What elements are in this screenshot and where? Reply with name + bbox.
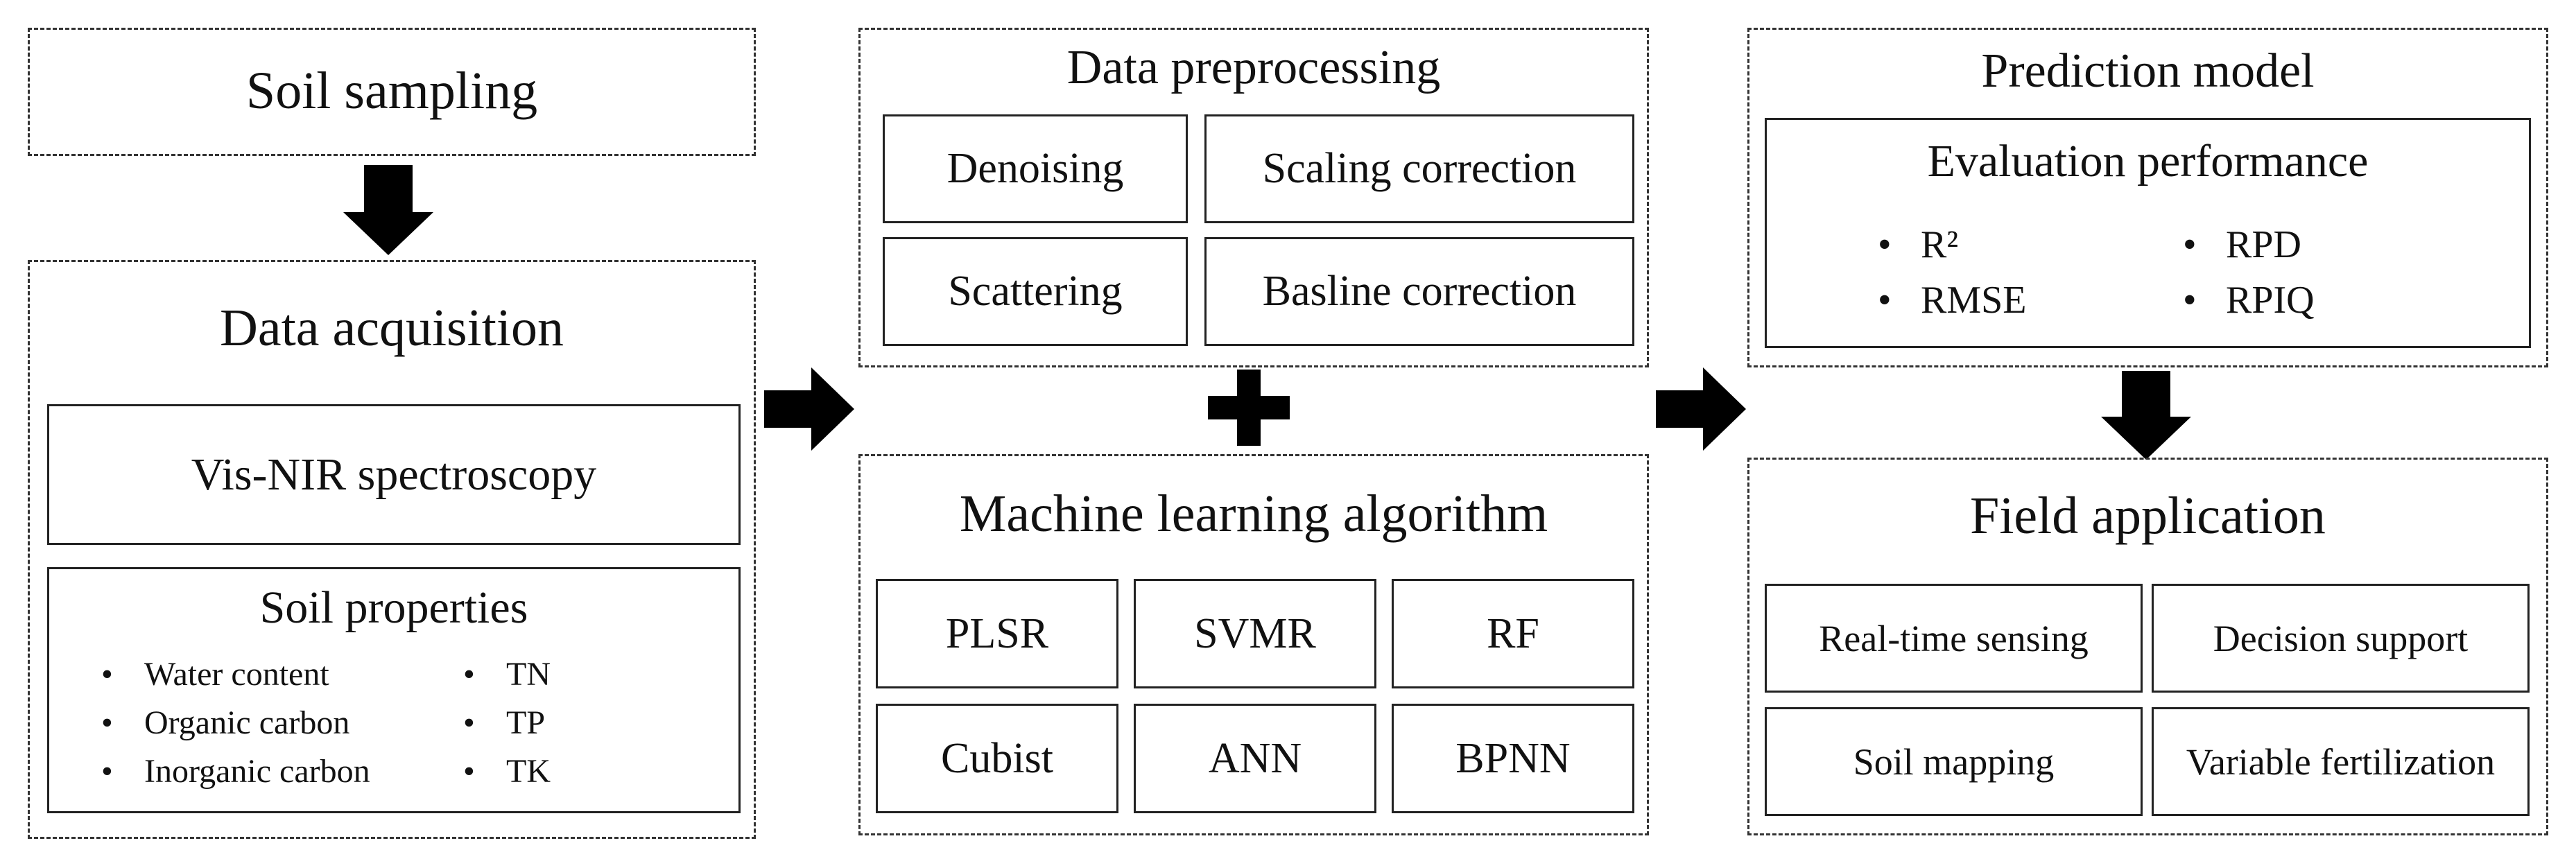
soil-properties-box: Soil properties Water content Organic ca… xyxy=(47,567,741,813)
application-decision-support: Decision support xyxy=(2152,584,2530,693)
algorithm-bpnn: BPNN xyxy=(1392,704,1634,813)
list-item: TK xyxy=(463,747,551,796)
method-scattering: Scattering xyxy=(883,237,1188,346)
evaluation-performance-title: Evaluation performance xyxy=(1927,136,2369,186)
list-item: TN xyxy=(463,650,551,699)
field-application-panel: Field application xyxy=(1747,458,2548,835)
method-baseline-correction: Basline correction xyxy=(1204,237,1634,346)
application-label: Decision support xyxy=(2213,617,2469,659)
soil-sampling-title: Soil sampling xyxy=(245,62,538,120)
list-item: Organic carbon xyxy=(101,699,370,747)
data-acquisition-title: Data acquisition xyxy=(220,299,564,357)
algorithm-label: RF xyxy=(1487,609,1539,657)
method-label: Scattering xyxy=(948,268,1123,315)
method-label: Denoising xyxy=(946,145,1124,192)
right-arrow-icon xyxy=(1656,367,1746,451)
list-item: RPIQ xyxy=(2183,272,2315,328)
list-item: R² xyxy=(1878,217,2027,272)
algorithm-cubist: Cubist xyxy=(876,704,1118,813)
method-label: Basline correction xyxy=(1262,268,1577,315)
prediction-model-panel: Prediction model xyxy=(1747,28,2548,367)
metrics-list-right: RPD RPIQ xyxy=(2183,217,2315,328)
data-preprocessing-title: Data preprocessing xyxy=(1066,41,1441,94)
spectroscopy-label: Vis-NIR spectroscopy xyxy=(191,449,597,500)
application-soil-mapping: Soil mapping xyxy=(1765,707,2143,816)
right-arrow-icon xyxy=(764,367,854,451)
field-application-title: Field application xyxy=(1970,487,2326,545)
algorithm-rf: RF xyxy=(1392,579,1634,688)
method-denoising: Denoising xyxy=(883,114,1188,223)
soil-properties-title: Soil properties xyxy=(259,582,528,633)
algorithm-ann: ANN xyxy=(1134,704,1376,813)
algorithm-label: ANN xyxy=(1208,734,1302,782)
algorithm-svmr: SVMR xyxy=(1134,579,1376,688)
list-item: RMSE xyxy=(1878,272,2027,328)
down-arrow-icon xyxy=(2101,371,2191,460)
soil-properties-list-right: TN TP TK xyxy=(463,650,551,796)
machine-learning-panel: Machine learning algorithm xyxy=(858,454,1649,835)
metrics-list-left: R² RMSE xyxy=(1878,217,2027,328)
spectroscopy-box: Vis-NIR spectroscopy xyxy=(47,404,741,545)
evaluation-performance-box: Evaluation performance R² RMSE RPD RPIQ xyxy=(1765,118,2531,348)
algorithm-label: PLSR xyxy=(945,609,1049,657)
list-item: RPD xyxy=(2183,217,2315,272)
machine-learning-title: Machine learning algorithm xyxy=(959,485,1548,543)
method-label: Scaling correction xyxy=(1262,145,1577,192)
application-label: Variable fertilization xyxy=(2186,740,2496,783)
application-label: Real-time sensing xyxy=(1819,617,2089,659)
data-acquisition-panel: Data acquisition xyxy=(28,260,756,839)
plus-icon xyxy=(1208,370,1290,446)
soil-sampling-panel: Soil sampling xyxy=(28,28,756,156)
application-variable-fertilization: Variable fertilization xyxy=(2152,707,2530,816)
list-item: Water content xyxy=(101,650,370,699)
prediction-model-title: Prediction model xyxy=(1981,44,2315,98)
application-real-time-sensing: Real-time sensing xyxy=(1765,584,2143,693)
down-arrow-icon xyxy=(343,165,433,255)
soil-properties-list-left: Water content Organic carbon Inorganic c… xyxy=(101,650,370,796)
list-item: Inorganic carbon xyxy=(101,747,370,796)
data-preprocessing-panel: Data preprocessing xyxy=(858,28,1649,367)
algorithm-label: Cubist xyxy=(941,734,1053,782)
list-item: TP xyxy=(463,699,551,747)
application-label: Soil mapping xyxy=(1853,740,2055,783)
algorithm-label: BPNN xyxy=(1455,734,1571,782)
method-scaling-correction: Scaling correction xyxy=(1204,114,1634,223)
algorithm-plsr: PLSR xyxy=(876,579,1118,688)
algorithm-label: SVMR xyxy=(1194,609,1316,657)
